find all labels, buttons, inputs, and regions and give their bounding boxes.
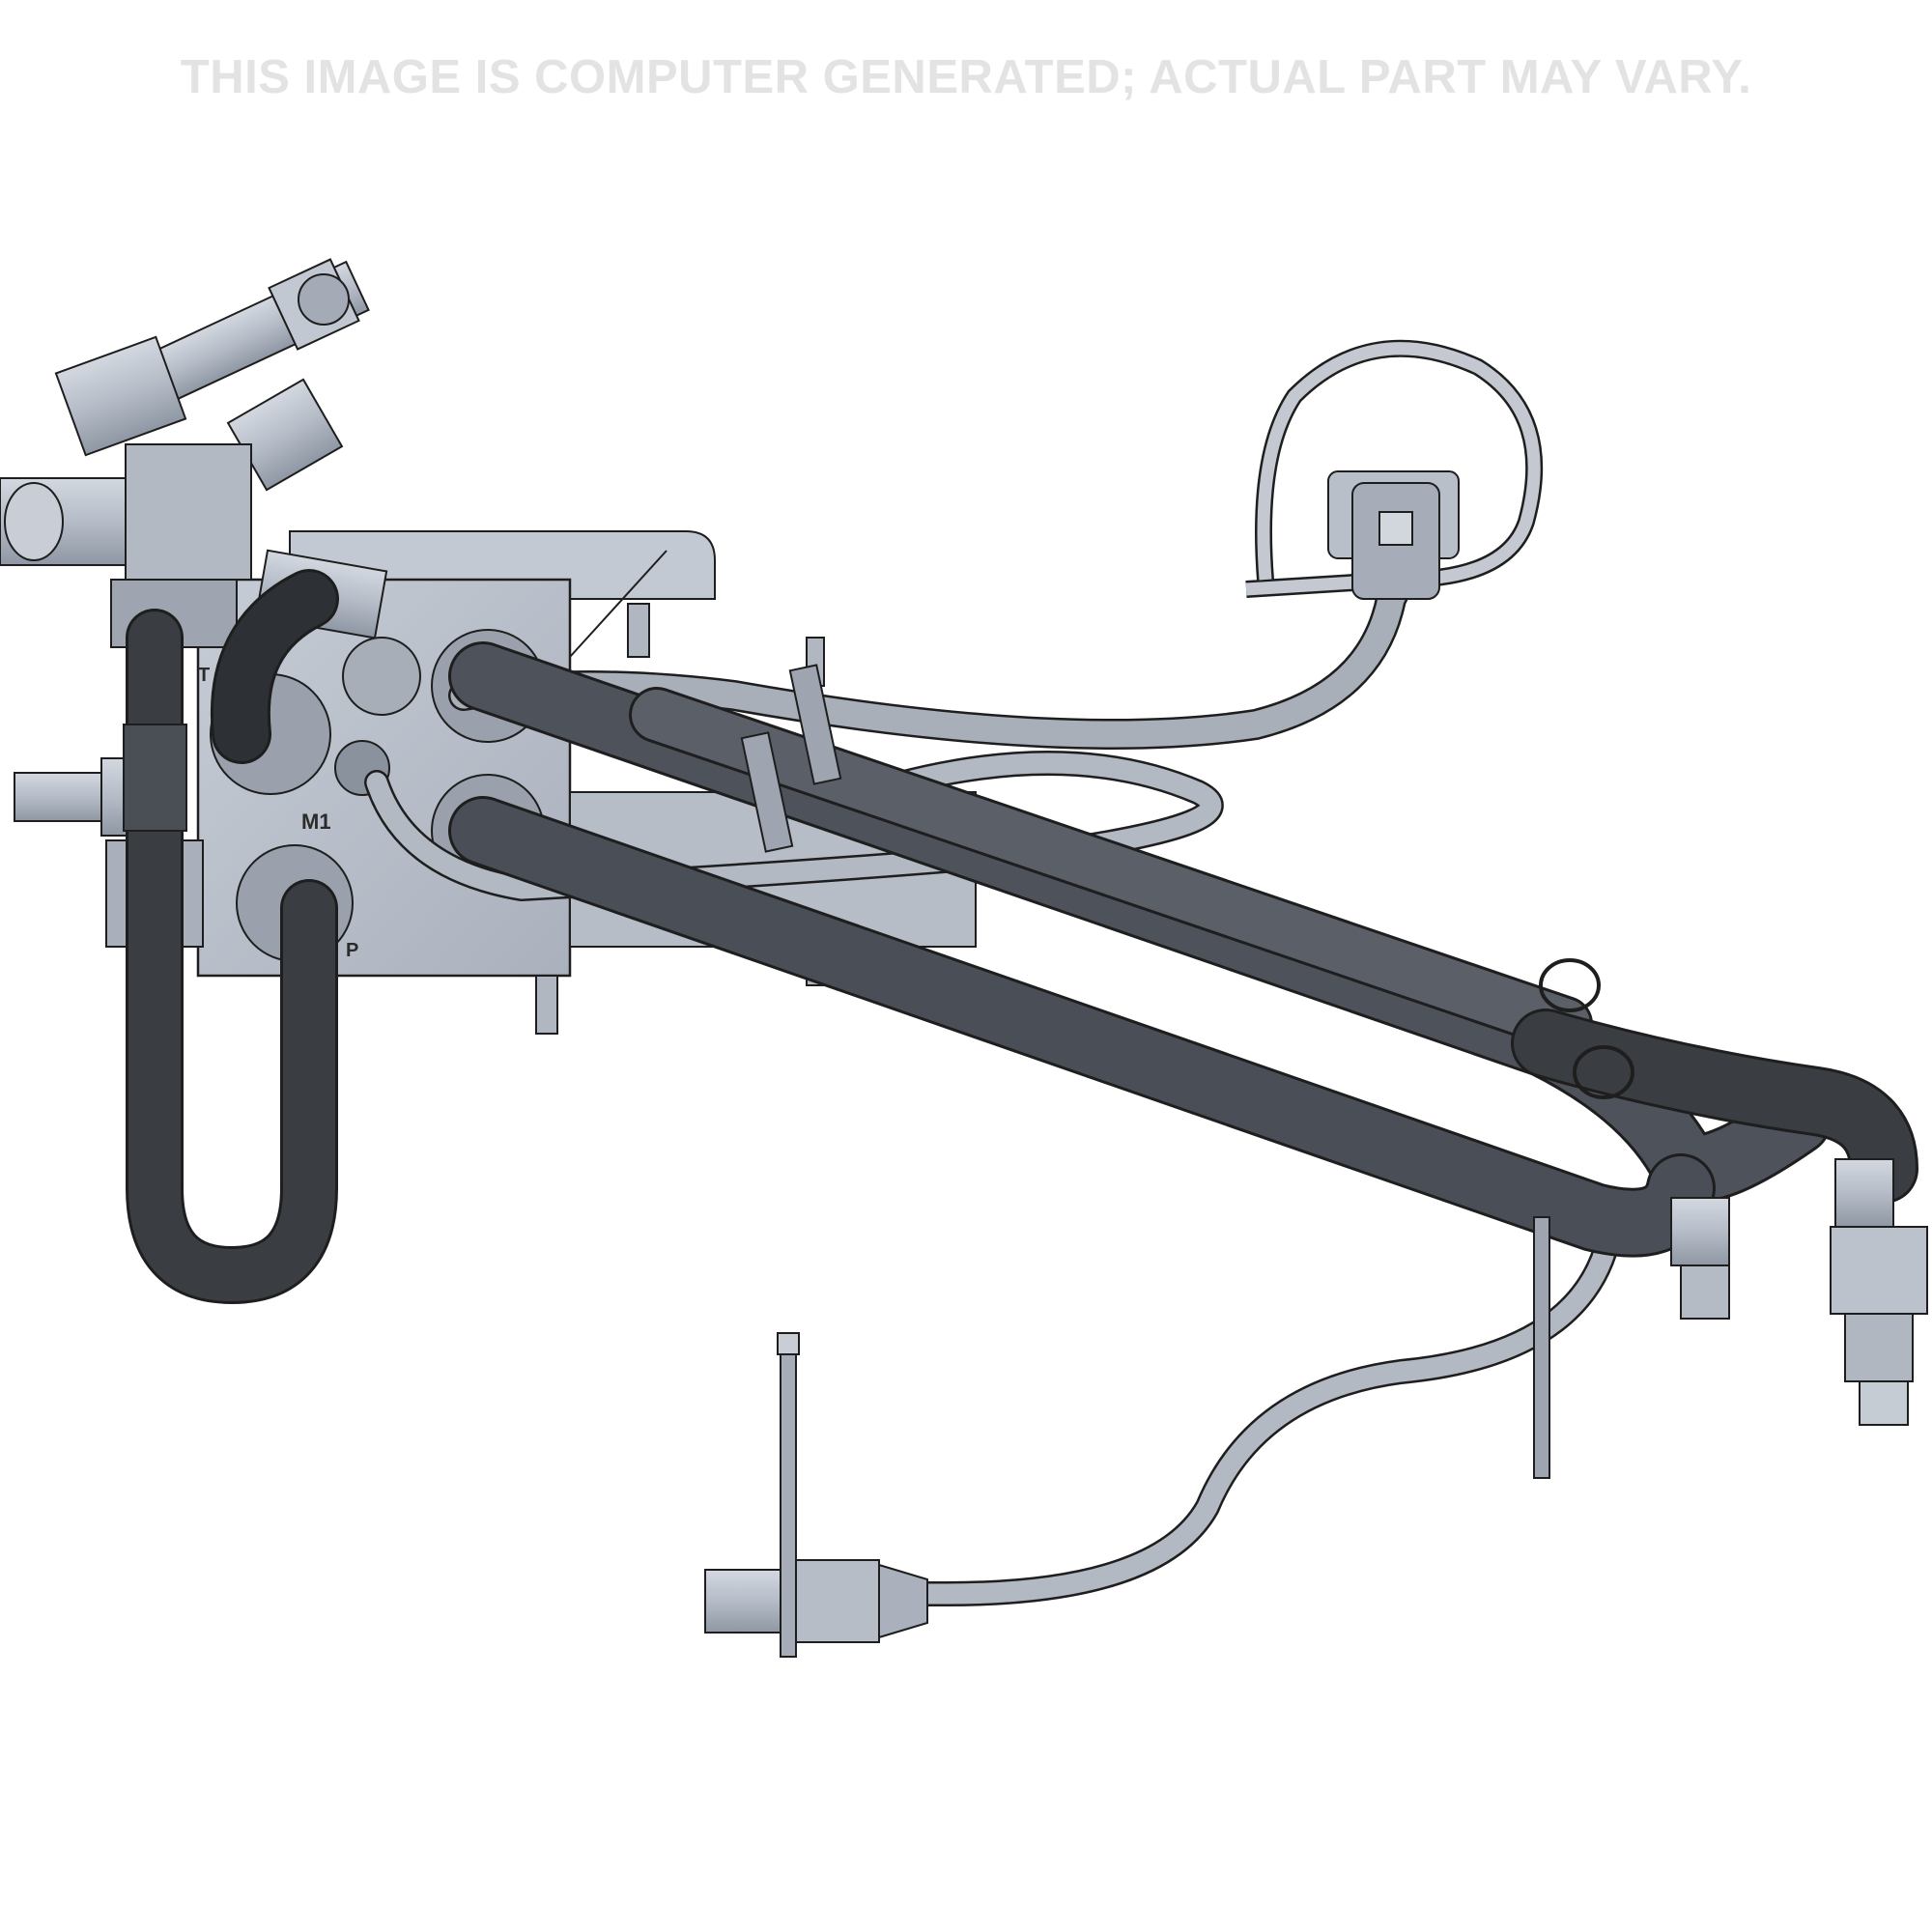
right-end-fittings [1533,1158,1928,1479]
port-label-m1: M1 [301,810,331,834]
port-label-t: T [198,665,210,686]
port-m1-fitting [342,637,421,716]
electrical-connector [1245,339,1544,600]
disclaimer-watermark: THIS IMAGE IS COMPUTER GENERATED; ACTUAL… [180,51,1752,103]
left-dark-hoses [123,569,339,1305]
port-label-p: P [346,940,358,961]
main-dark-hoses [448,641,1918,1258]
bottom-sensor-fitting [704,1332,928,1658]
